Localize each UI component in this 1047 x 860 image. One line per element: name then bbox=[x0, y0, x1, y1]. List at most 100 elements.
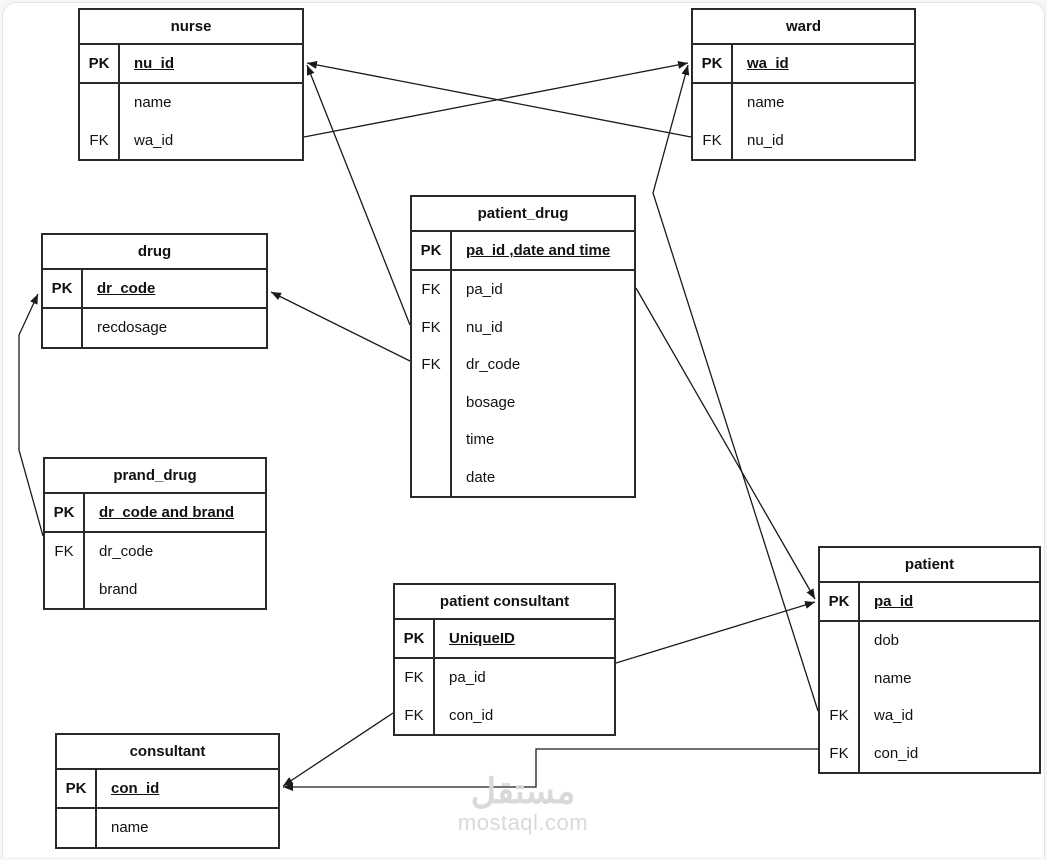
table-row: brand bbox=[45, 570, 265, 608]
key-tag: PK bbox=[43, 270, 83, 307]
key-tag: FK bbox=[820, 734, 860, 772]
column-name: name bbox=[747, 94, 785, 112]
key-tag bbox=[412, 383, 452, 421]
column-name: pa_id bbox=[466, 281, 503, 299]
pk-column-name: UniqueID bbox=[449, 630, 515, 647]
table-title: patient bbox=[820, 548, 1039, 583]
key-tag bbox=[412, 421, 452, 459]
column-name: con_id bbox=[449, 706, 494, 724]
relationship-nurse-wa_id-to-ward-pk bbox=[303, 60, 689, 138]
table-row: name bbox=[57, 809, 278, 847]
table-title: consultant bbox=[57, 735, 278, 770]
key-tag bbox=[820, 622, 860, 660]
relationship-patient_drug-nu_id-to-nurse-pk bbox=[306, 64, 411, 326]
key-tag bbox=[80, 84, 120, 122]
relationship-prand_drug-dr_code-to-drug-pk bbox=[18, 293, 44, 537]
watermark-logo-text: مستقل bbox=[470, 772, 576, 811]
column-name: wa_id bbox=[874, 707, 914, 725]
table-row: FK pa_id bbox=[395, 659, 614, 697]
key-tag: PK bbox=[80, 45, 120, 82]
column-name: pa_id bbox=[449, 669, 486, 687]
column-name: nu_id bbox=[747, 131, 784, 149]
key-tag: FK bbox=[693, 121, 733, 159]
relationship-patient-wa_id-to-ward-pk bbox=[652, 64, 819, 712]
key-tag: PK bbox=[693, 45, 733, 82]
key-tag: PK bbox=[57, 770, 97, 807]
key-tag: PK bbox=[45, 494, 85, 531]
relationship-ward-nu_id-to-nurse-pk bbox=[306, 60, 692, 138]
column-name: brand bbox=[99, 580, 138, 598]
key-tag: FK bbox=[412, 308, 452, 346]
column-name: name bbox=[874, 669, 912, 687]
table-row: dob bbox=[820, 622, 1039, 660]
key-tag bbox=[820, 659, 860, 697]
column-name: wa_id bbox=[134, 131, 174, 149]
key-tag bbox=[412, 458, 452, 496]
pk-column-name: dr_code bbox=[97, 280, 156, 297]
column-name: dob bbox=[874, 632, 900, 650]
pk-column-name: dr_code and brand bbox=[99, 504, 235, 521]
column-name: dr_code bbox=[466, 356, 521, 374]
key-tag: FK bbox=[80, 121, 120, 159]
relationship-patient_consultant-pa_id-to-patient-pk bbox=[615, 601, 816, 664]
table-row: name bbox=[693, 84, 914, 122]
table-title: ward bbox=[693, 10, 914, 45]
table-row: date bbox=[412, 458, 634, 496]
table-pk-row: PK wa_id bbox=[693, 45, 914, 82]
key-tag: FK bbox=[412, 346, 452, 384]
key-tag bbox=[57, 809, 97, 847]
table-title: drug bbox=[43, 235, 266, 270]
relationship-patient_drug-pa_id-to-patient-pk bbox=[635, 287, 816, 600]
watermark: مستقل mostaql.com bbox=[418, 772, 628, 835]
table-row: FK wa_id bbox=[80, 121, 302, 159]
watermark-domain-text: mostaql.com bbox=[457, 809, 589, 835]
key-tag: PK bbox=[412, 232, 452, 269]
table-title: prand_drug bbox=[45, 459, 265, 494]
pk-section: PK dr_code bbox=[43, 270, 266, 309]
key-tag: FK bbox=[395, 659, 435, 697]
table-row: recdosage bbox=[43, 309, 266, 347]
body-section: name bbox=[57, 809, 278, 847]
key-tag: FK bbox=[45, 533, 85, 571]
key-tag bbox=[43, 309, 83, 347]
pk-section: PK dr_code and brand bbox=[45, 494, 265, 533]
table-row: FK con_id bbox=[820, 734, 1039, 772]
table-title: patient consultant bbox=[395, 585, 614, 620]
table-row: name bbox=[820, 659, 1039, 697]
table-title: patient_drug bbox=[412, 197, 634, 232]
pk-column-name: wa_id bbox=[747, 55, 789, 72]
column-name: con_id bbox=[874, 744, 919, 762]
column-name: recdosage bbox=[97, 319, 168, 337]
pk-column-name: pa_id bbox=[874, 593, 914, 610]
